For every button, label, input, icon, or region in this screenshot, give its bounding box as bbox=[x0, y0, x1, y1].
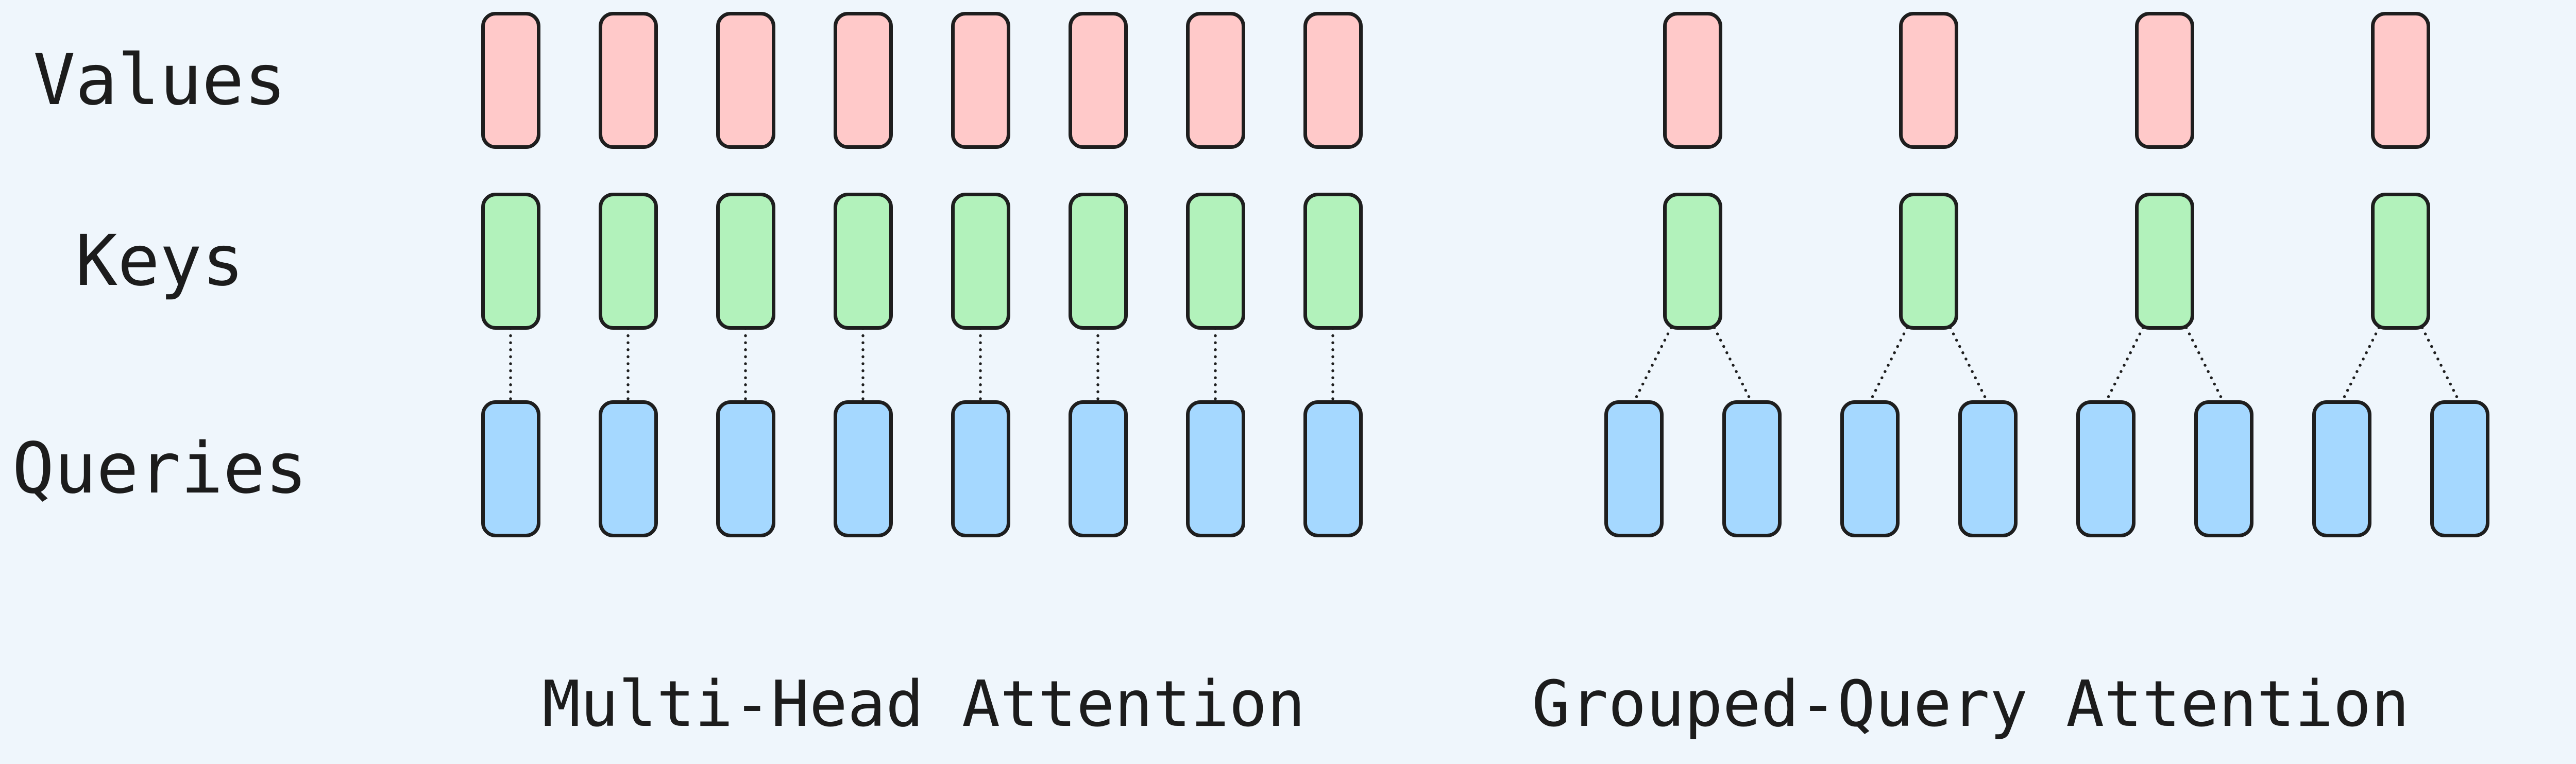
key-query-connector-line bbox=[2184, 326, 2225, 404]
query-box bbox=[2076, 400, 2136, 537]
queries-row-label: Queries bbox=[12, 428, 308, 510]
key-box bbox=[1303, 193, 1363, 330]
caption-grouped-query-attention: Grouped-Query Attention bbox=[1532, 668, 2410, 741]
key-query-connector-line bbox=[2340, 326, 2381, 404]
query-box bbox=[2312, 400, 2371, 537]
key-box bbox=[1185, 193, 1245, 330]
query-box bbox=[716, 400, 775, 537]
value-box bbox=[716, 12, 775, 149]
query-box bbox=[481, 400, 540, 537]
key-box bbox=[481, 193, 540, 330]
query-box bbox=[1068, 400, 1128, 537]
query-box bbox=[1604, 400, 1664, 537]
key-box bbox=[951, 193, 1010, 330]
key-box bbox=[716, 193, 775, 330]
key-box bbox=[1899, 193, 1958, 330]
key-query-connector-line bbox=[1632, 326, 1673, 404]
caption-multi-head-attention: Multi-Head Attention bbox=[542, 668, 1306, 741]
values-row-label: Values bbox=[33, 40, 286, 121]
keys-row-label: Keys bbox=[75, 220, 244, 302]
key-box bbox=[833, 193, 893, 330]
query-box bbox=[2430, 400, 2489, 537]
key-box bbox=[2135, 193, 2194, 330]
value-box bbox=[1068, 12, 1128, 149]
value-box bbox=[481, 12, 540, 149]
query-box bbox=[1722, 400, 1782, 537]
key-query-connector-line bbox=[2104, 326, 2145, 404]
query-box bbox=[1958, 400, 2018, 537]
query-box bbox=[2194, 400, 2253, 537]
query-box bbox=[598, 400, 658, 537]
key-query-connector-line bbox=[1713, 326, 1753, 404]
query-box bbox=[833, 400, 893, 537]
value-box bbox=[598, 12, 658, 149]
key-box bbox=[2371, 193, 2430, 330]
key-box bbox=[1663, 193, 1722, 330]
value-box bbox=[1185, 12, 1245, 149]
value-box bbox=[833, 12, 893, 149]
value-box bbox=[1303, 12, 1363, 149]
value-box bbox=[951, 12, 1010, 149]
key-query-connector-line bbox=[1868, 326, 1909, 404]
value-box bbox=[2135, 12, 2194, 149]
key-box bbox=[1068, 193, 1128, 330]
key-query-connector-line bbox=[2420, 326, 2461, 404]
query-box bbox=[951, 400, 1010, 537]
value-box bbox=[2371, 12, 2430, 149]
query-box bbox=[1185, 400, 1245, 537]
value-box bbox=[1899, 12, 1958, 149]
query-box bbox=[1840, 400, 1900, 537]
query-box bbox=[1303, 400, 1363, 537]
value-box bbox=[1663, 12, 1722, 149]
key-box bbox=[598, 193, 658, 330]
key-query-connector-line bbox=[1948, 326, 1989, 404]
